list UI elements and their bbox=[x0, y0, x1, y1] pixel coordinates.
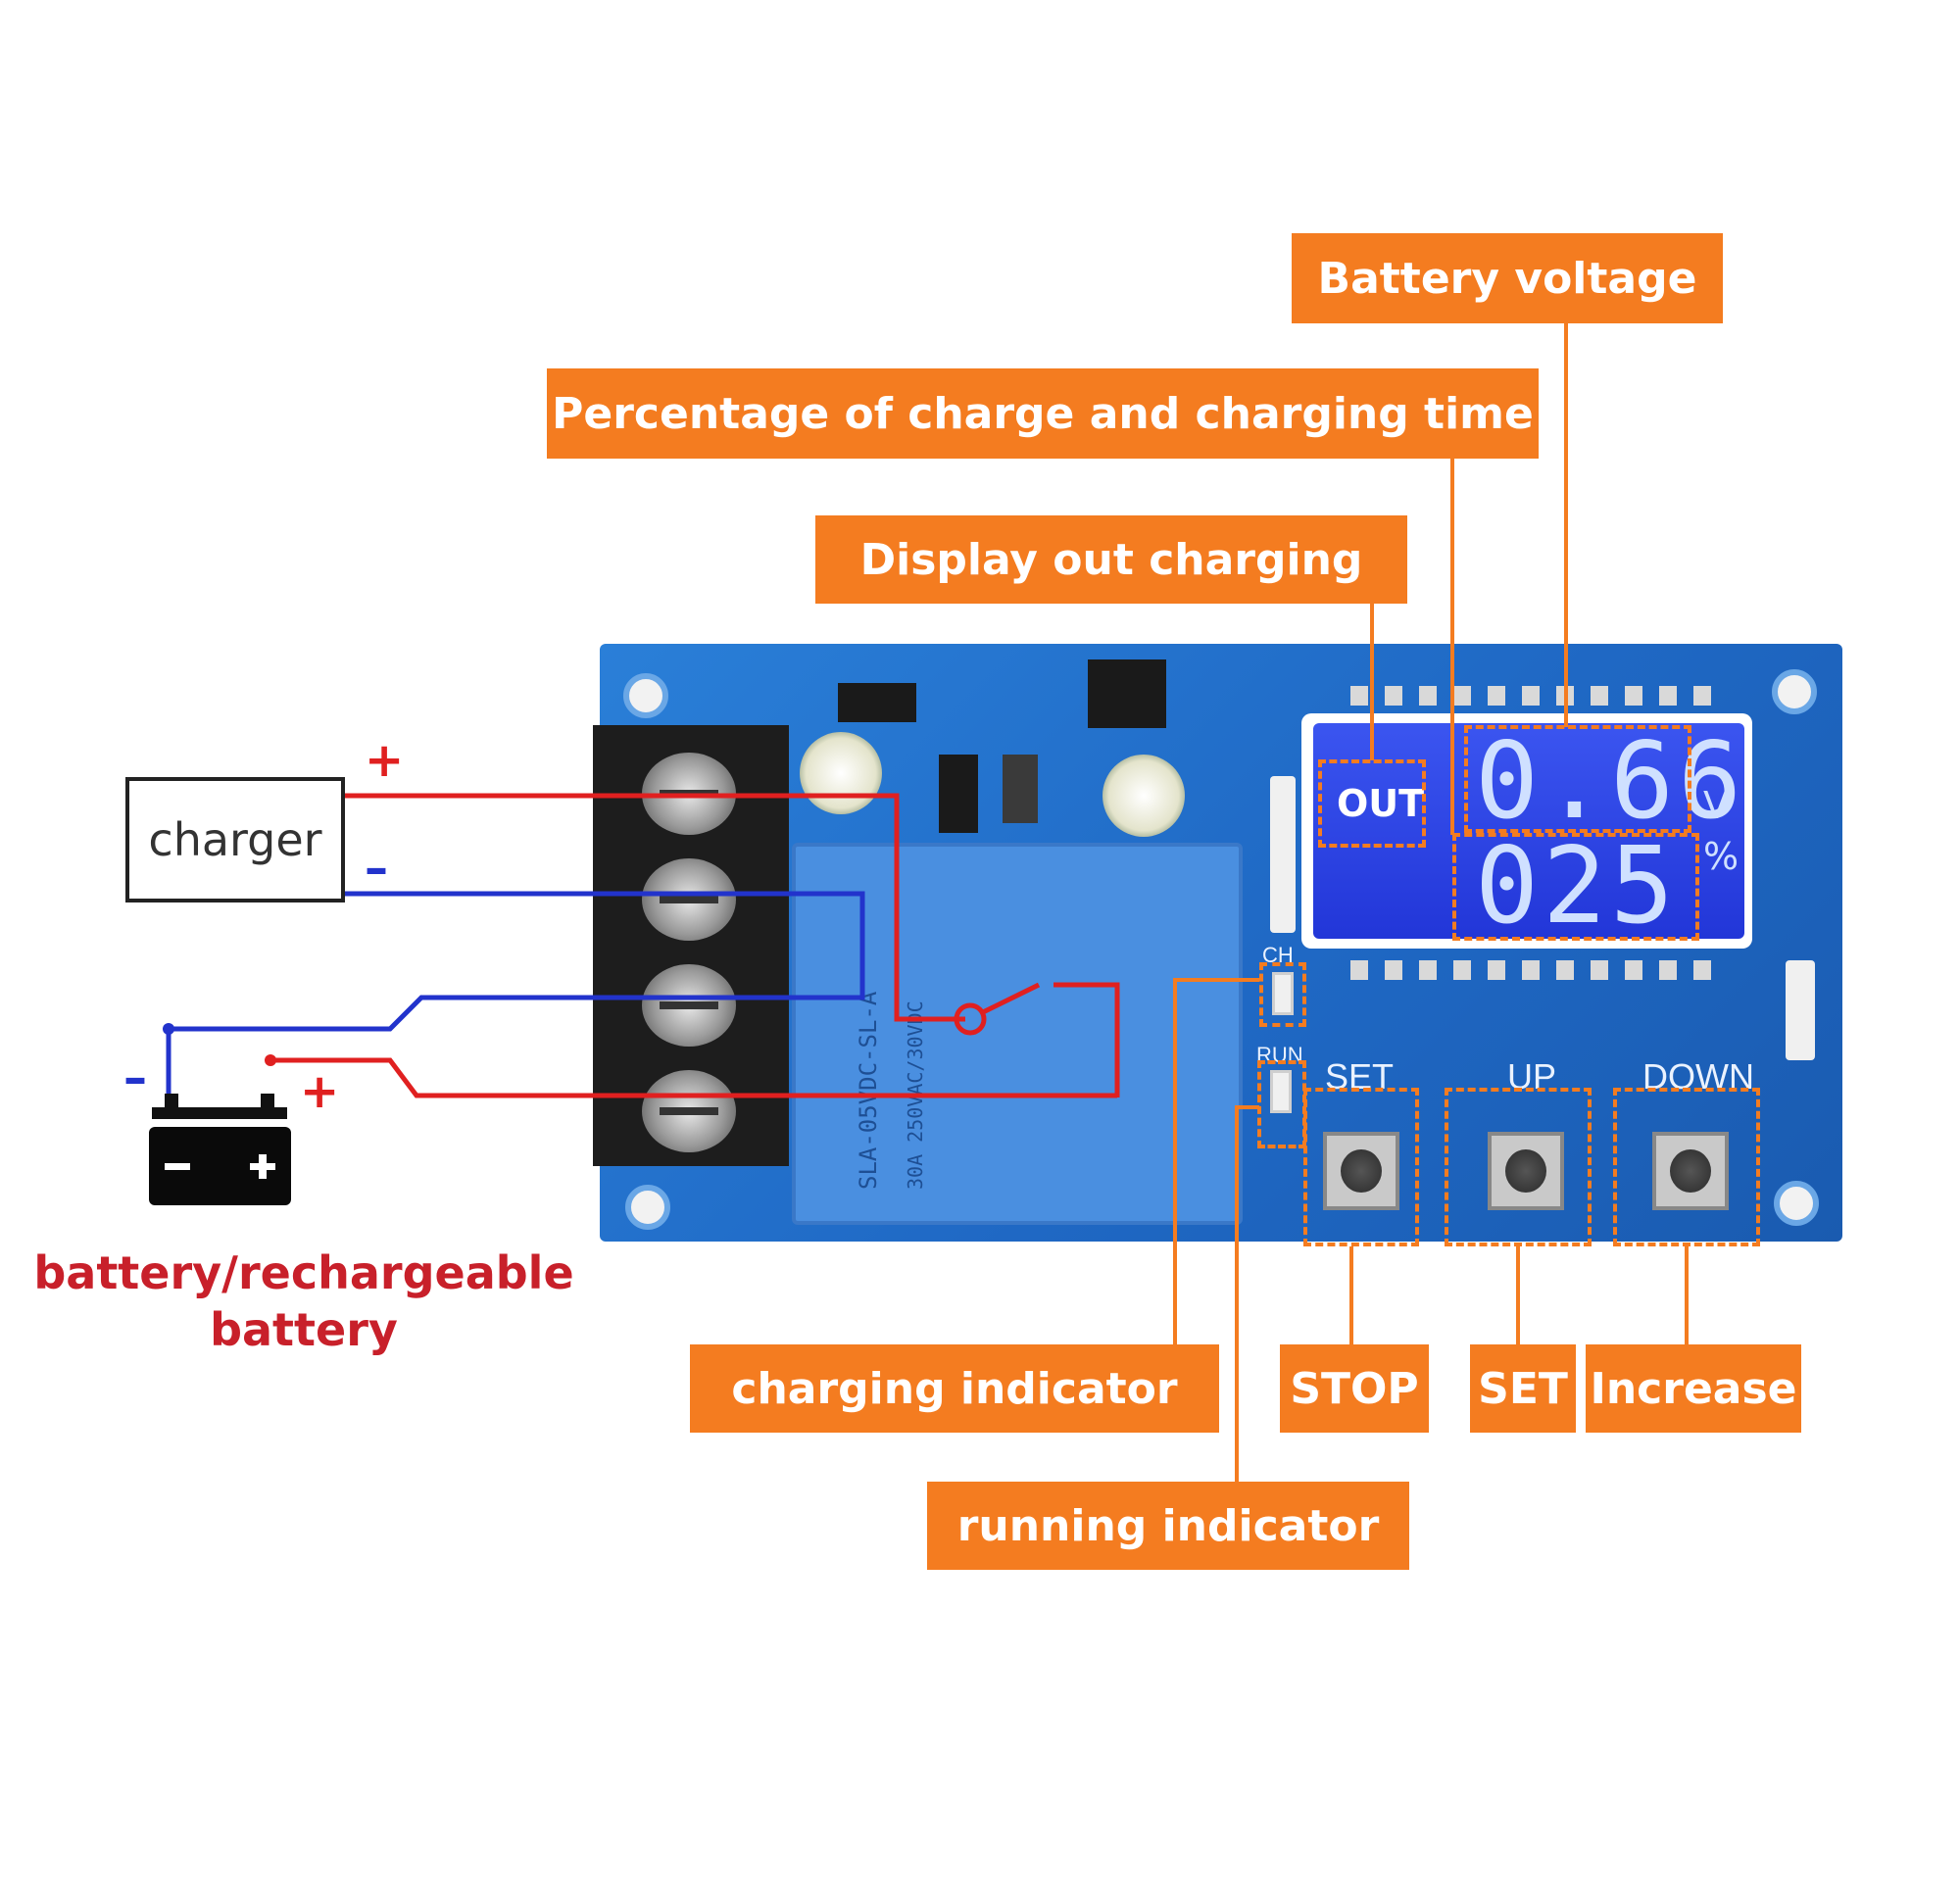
down-increase-button[interactable] bbox=[1652, 1132, 1729, 1210]
battery-label: battery/rechargeable battery bbox=[33, 1246, 574, 1356]
set-button-highlight bbox=[1303, 1088, 1419, 1246]
terminal-screw[interactable] bbox=[642, 964, 736, 1047]
lcd-voltage-unit: V bbox=[1703, 784, 1729, 827]
mounting-hole bbox=[623, 673, 668, 718]
label-percentage-time: Percentage of charge and charging time bbox=[547, 368, 1539, 459]
label-charging-indicator: charging indicator bbox=[690, 1344, 1219, 1433]
lcd-pins-top bbox=[1350, 686, 1728, 706]
capacitor bbox=[1102, 755, 1185, 837]
battery-positive-wire bbox=[268, 1057, 1117, 1098]
inductor-l1 bbox=[1003, 755, 1038, 823]
mounting-hole bbox=[1772, 669, 1817, 714]
running-led bbox=[1270, 1070, 1292, 1113]
label-display-out: Display out charging bbox=[815, 515, 1407, 604]
terminal-screw[interactable] bbox=[642, 858, 736, 941]
label-set: SET bbox=[1470, 1344, 1576, 1433]
capacitor bbox=[800, 732, 882, 814]
charger-plus-sign: + bbox=[365, 733, 405, 788]
diode-d3 bbox=[838, 683, 916, 722]
lcd-out-indicator: OUT bbox=[1337, 782, 1425, 825]
mounting-hole bbox=[625, 1185, 670, 1230]
connector-header bbox=[1786, 960, 1815, 1060]
out-highlight bbox=[1318, 759, 1426, 848]
charging-led-highlight bbox=[1259, 962, 1306, 1027]
mounting-hole bbox=[1774, 1181, 1819, 1226]
relay-switch bbox=[981, 982, 1041, 1015]
charger-box: charger bbox=[125, 777, 345, 902]
ic-chip bbox=[1088, 659, 1166, 728]
lcd-percent-value: 025 bbox=[1475, 825, 1679, 948]
lcd-pins-bottom bbox=[1350, 960, 1728, 980]
terminal-screw[interactable] bbox=[642, 1070, 736, 1152]
battery-minus-sign: – bbox=[123, 1050, 147, 1105]
leader-charging-indicator bbox=[1173, 978, 1259, 1344]
battery-terminal-bar bbox=[152, 1107, 287, 1119]
charging-led bbox=[1272, 972, 1294, 1015]
label-increase: Increase bbox=[1586, 1344, 1801, 1433]
lcd-voltage-value: 0.66 bbox=[1475, 720, 1746, 843]
voltage-highlight bbox=[1464, 725, 1691, 833]
diode-d2 bbox=[939, 755, 978, 833]
lcd-percent-unit: % bbox=[1703, 835, 1740, 878]
battery-icon bbox=[149, 1127, 291, 1205]
up-button-highlight bbox=[1445, 1088, 1592, 1246]
negative-wire bbox=[166, 891, 865, 1107]
relay: SLA-05VDC-SL-A 30A 250VAC/30VDC bbox=[792, 843, 1243, 1225]
relay-contact bbox=[954, 1002, 987, 1036]
charger-minus-sign: – bbox=[365, 841, 388, 896]
down-button-highlight bbox=[1613, 1088, 1760, 1246]
set-stop-button[interactable] bbox=[1323, 1132, 1399, 1210]
charger-positive-wire bbox=[345, 793, 965, 1022]
connector-header bbox=[1270, 776, 1296, 933]
relay-out-wire bbox=[1054, 982, 1120, 1097]
label-stop: STOP bbox=[1280, 1344, 1429, 1433]
label-running-indicator: running indicator bbox=[927, 1482, 1409, 1570]
battery-plus-sign: + bbox=[300, 1064, 340, 1119]
label-battery-voltage: Battery voltage bbox=[1292, 233, 1723, 323]
percent-highlight bbox=[1452, 833, 1699, 941]
up-set-button[interactable] bbox=[1488, 1132, 1564, 1210]
leader-running-indicator bbox=[1235, 1105, 1259, 1482]
